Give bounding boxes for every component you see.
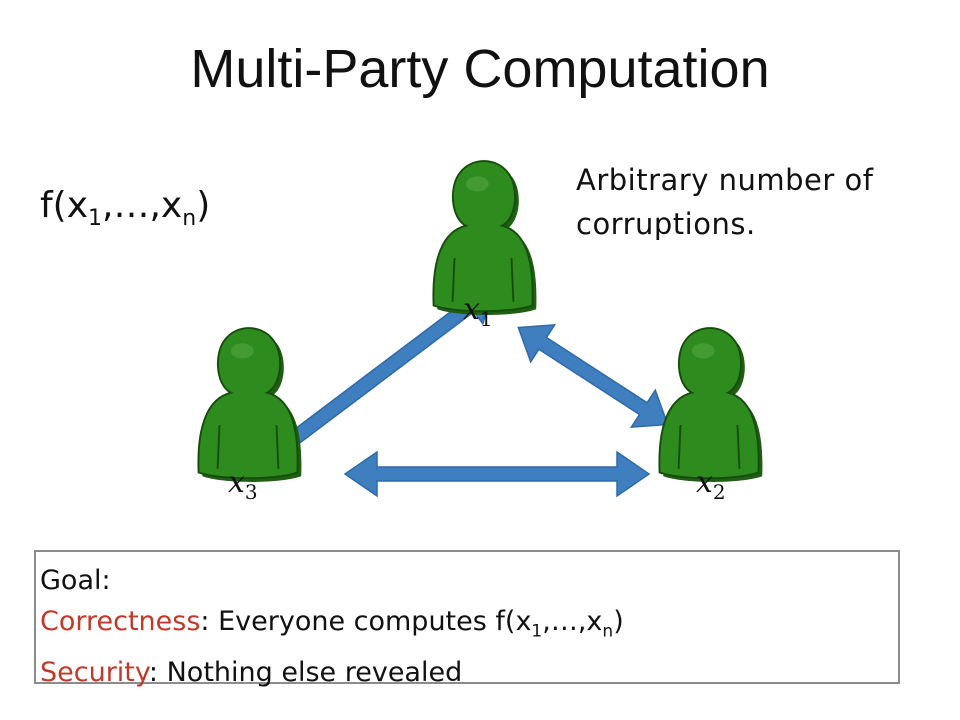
function-label: f(x1,…,xn) — [40, 185, 211, 232]
party-label-x3: x3 — [228, 465, 258, 504]
correctness-label: Correctness — [40, 606, 201, 637]
corruption-note: Arbitrary number of corruptions. — [576, 163, 874, 241]
goal-box: Goal: Correctness: Everyone computes f(x… — [34, 550, 900, 688]
party-label-x2: x2 — [696, 465, 726, 504]
arrow-x3-x2 — [343, 450, 651, 498]
security-label: Security — [40, 657, 149, 689]
slide-title: Multi-Party Computation — [190, 39, 770, 99]
goal-security: Security: Nothing else revealed — [40, 657, 463, 689]
arrow-x1-x2 — [517, 324, 669, 428]
goal-correctness: Correctness: Everyone computes f(x1,…,xn… — [40, 606, 624, 642]
goal-heading: Goal: — [40, 565, 111, 596]
person-icon — [658, 327, 764, 483]
person-icon — [197, 327, 303, 483]
party-label-x1: x1 — [463, 292, 493, 331]
